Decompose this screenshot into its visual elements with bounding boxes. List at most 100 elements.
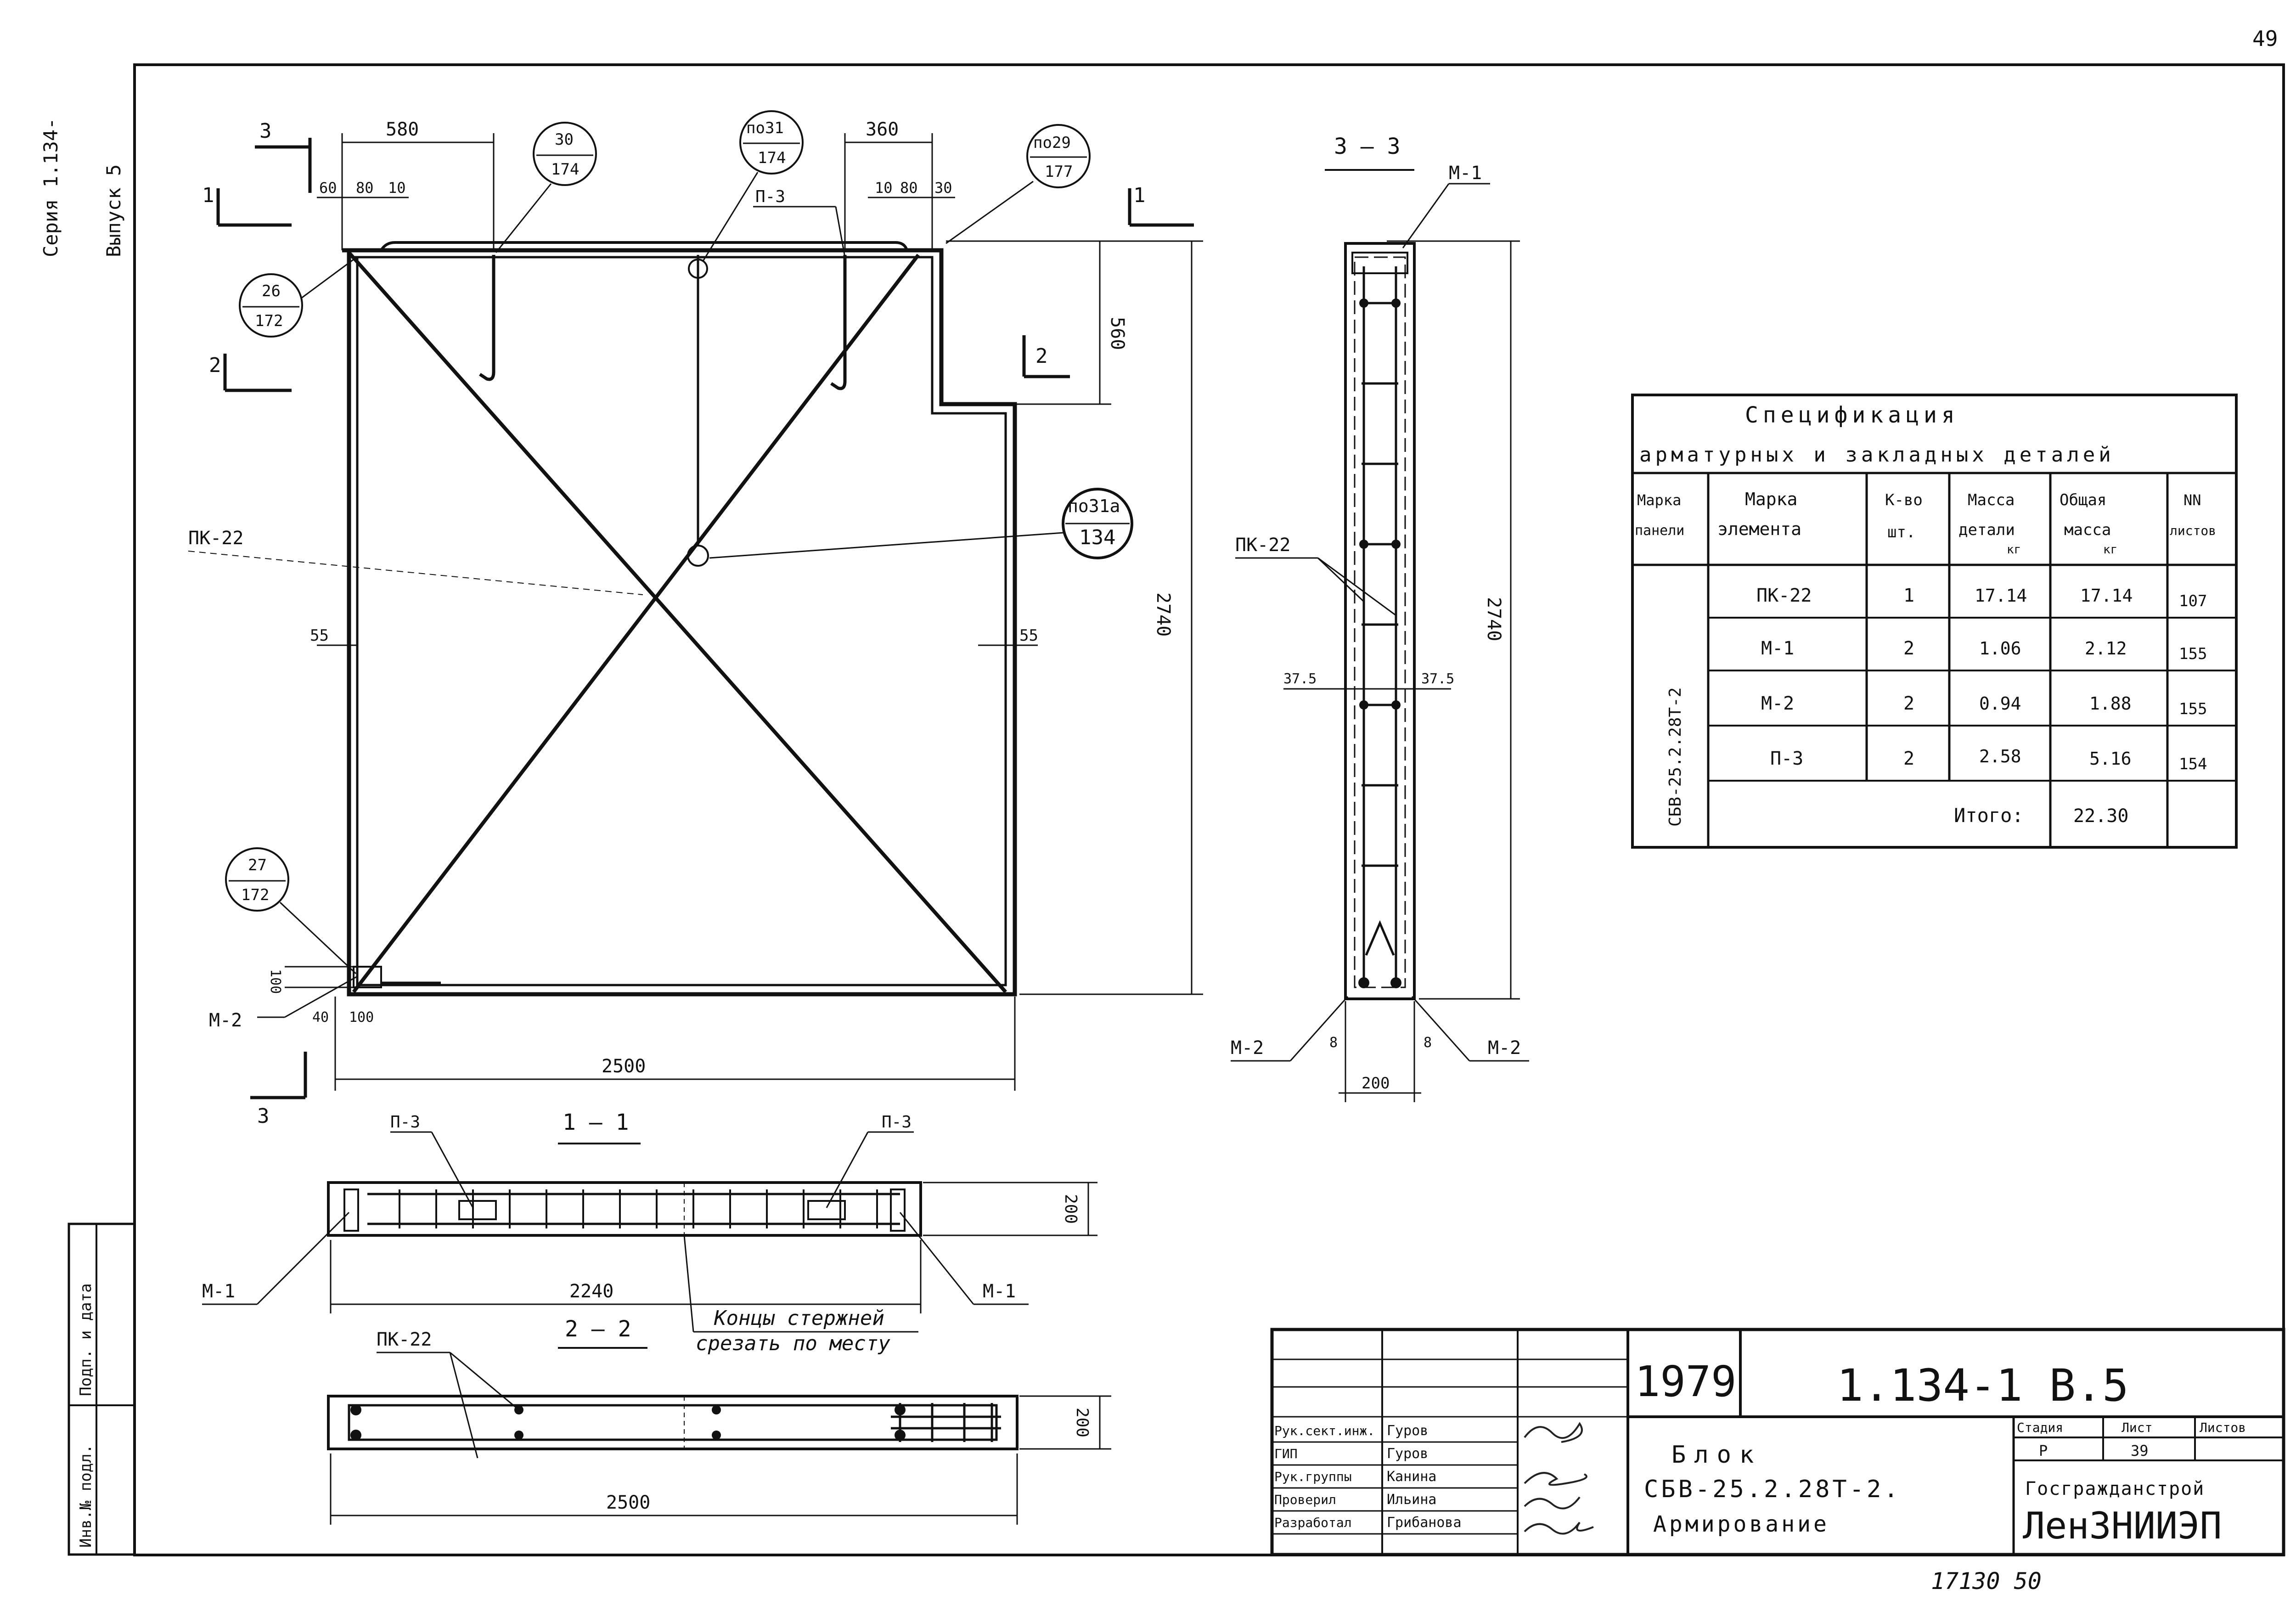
callout-po29-177 — [1026, 124, 1091, 188]
svg-text:Марка: Марка — [1745, 489, 1797, 509]
elevation-view: 580 360 60 80 10 10 80 30 2740 560 2500 … — [188, 110, 1203, 1128]
s22-dim-200: 200 — [1073, 1408, 1092, 1437]
svg-text:Листов: Листов — [2200, 1420, 2246, 1435]
svg-text:3: 3 — [259, 119, 272, 143]
title-block: Рук.сект.инж. Гуров ГИП Гуров Рук.группы… — [1270, 1328, 2285, 1594]
dim-corner-100b: 100 — [349, 1009, 374, 1025]
inv-label: Инв.№ подл. — [77, 1444, 95, 1548]
dim-80: 80 — [356, 179, 374, 197]
svg-text:1.06: 1.06 — [1979, 638, 2021, 659]
svg-text:ГИП: ГИП — [1274, 1446, 1298, 1461]
stamp-code: 1.134-1 В.5 — [1837, 1360, 2129, 1411]
svg-text:27: 27 — [248, 856, 267, 874]
signature-marks — [1524, 1422, 1594, 1535]
section-mark-3-bottom: 3 — [250, 1052, 307, 1128]
spec-row-4: П-3 2 2.58 5.16 154 — [1770, 746, 2207, 773]
spec-row-3: М-2 2 0.94 1.88 155 — [1761, 693, 2207, 718]
svg-text:ПК-22: ПК-22 — [1756, 585, 1812, 606]
callout-po31a-134 — [1062, 488, 1133, 559]
svg-text:Гуров: Гуров — [1387, 1423, 1428, 1439]
svg-text:Стадия: Стадия — [2017, 1420, 2063, 1435]
hook-right — [830, 255, 847, 390]
s33-dim-2740: 2740 — [1483, 597, 1504, 641]
spec-title-1: Спецификация — [1745, 402, 1959, 428]
stamp-org-1: Госгражданстрой — [2025, 1478, 2205, 1499]
svg-text:Проверил: Проверил — [1274, 1492, 1336, 1507]
dim-560: 560 — [1107, 317, 1128, 350]
svg-text:26: 26 — [262, 282, 281, 300]
label-p3: П-3 — [755, 187, 785, 206]
issue-label: Выпуск 5 — [102, 164, 125, 257]
svg-text:2: 2 — [1903, 638, 1914, 659]
stamp-year: 1979 — [1635, 1357, 1737, 1406]
svg-text:Масса: Масса — [1968, 491, 2015, 509]
spec-row-2: М-1 2 1.06 2.12 155 — [1761, 638, 2207, 663]
svg-text:17.14: 17.14 — [1975, 586, 2027, 606]
label-pk22: ПК-22 — [188, 528, 243, 549]
callout-po31-174 — [739, 110, 804, 175]
svg-text:Общая: Общая — [2060, 491, 2106, 509]
svg-text:М-2: М-2 — [1761, 693, 1794, 714]
svg-text:174: 174 — [551, 160, 579, 179]
hook-left — [479, 255, 495, 381]
spec-total-label: Итого: — [1954, 804, 2024, 827]
dim-360: 360 — [866, 119, 899, 140]
svg-text:Разработал: Разработал — [1274, 1515, 1352, 1530]
dim-10: 10 — [388, 179, 406, 197]
s11-label-m1-right: М-1 — [983, 1281, 1016, 1302]
svg-text:детали: детали — [1958, 521, 2015, 539]
section-3-3-title: 3 — 3 — [1334, 134, 1401, 159]
label-m2: М-2 — [209, 1010, 242, 1031]
svg-text:155: 155 — [2179, 645, 2207, 663]
s33-dim-375-left: 37.5 — [1283, 671, 1317, 687]
spec-table: Спецификация арматурных и закладных дета… — [1631, 394, 2238, 849]
s33-dim-8-right: 8 — [1424, 1035, 1432, 1051]
dim-60: 60 — [319, 179, 337, 197]
svg-text:NN: NN — [2183, 491, 2201, 509]
dim-55-right: 55 — [1019, 626, 1038, 645]
svg-text:172: 172 — [255, 312, 283, 330]
s33-dim-375-right: 37.5 — [1421, 671, 1454, 687]
svg-text:масса: масса — [2064, 521, 2111, 539]
svg-text:2.12: 2.12 — [2085, 638, 2127, 659]
s33-label-pk22: ПК-22 — [1235, 535, 1290, 556]
section-mark-1-left: 1 — [202, 184, 292, 227]
s33-dim-8-left: 8 — [1329, 1035, 1338, 1051]
lifting-loop — [687, 545, 709, 567]
svg-text:М-1: М-1 — [1761, 638, 1794, 659]
stamp-title-3: Армирование — [1653, 1511, 1829, 1537]
svg-text:Ильина: Ильина — [1387, 1492, 1436, 1508]
svg-text:2.58: 2.58 — [1979, 746, 2021, 766]
section-1-1-title: 1 — 1 — [563, 1110, 629, 1135]
callout-30-174 — [533, 122, 597, 186]
svg-text:Марка: Марка — [1637, 491, 1681, 509]
note-line-1: Концы стержней — [714, 1307, 884, 1330]
spec-total-value: 22.30 — [2073, 806, 2128, 827]
diagonal-bar — [352, 254, 920, 993]
svg-text:1: 1 — [202, 184, 214, 207]
section-mark-3-top: 3 — [255, 119, 312, 193]
svg-text:элемента: элемента — [1717, 519, 1801, 539]
svg-text:2: 2 — [1903, 693, 1914, 714]
svg-text:174: 174 — [758, 149, 786, 167]
svg-text:шт.: шт. — [1887, 523, 1915, 541]
s22-label-pk22: ПК-22 — [377, 1329, 432, 1350]
svg-text:0.94: 0.94 — [1979, 693, 2021, 714]
section-3-3: 3 — 3 М-1 ПК-22 2740 37.5 — [1231, 134, 1529, 1102]
spec-row-1: ПК-22 1 17.14 17.14 107 — [1756, 585, 2207, 610]
section-mark-2-left: 2 — [209, 354, 292, 392]
note-line-2: срезать по месту — [696, 1332, 890, 1355]
s11-dim-2240: 2240 — [569, 1281, 613, 1302]
svg-text:по31а: по31а — [1068, 496, 1120, 516]
svg-text:Лист: Лист — [2122, 1420, 2152, 1435]
svg-text:30: 30 — [555, 130, 574, 149]
s33-label-m2-left: М-2 — [1231, 1037, 1264, 1059]
svg-text:2: 2 — [1035, 344, 1048, 368]
dim-580: 580 — [386, 119, 419, 140]
svg-text:2: 2 — [1903, 748, 1914, 769]
svg-text:3: 3 — [257, 1104, 270, 1128]
stamp-title-2: СБВ-25.2.28Т-2. — [1644, 1476, 1901, 1503]
stamp-org-2: ЛенЗНИИЭП — [2023, 1504, 2222, 1547]
svg-text:Гуров: Гуров — [1387, 1446, 1428, 1462]
s33-label-m2-right: М-2 — [1488, 1037, 1521, 1059]
